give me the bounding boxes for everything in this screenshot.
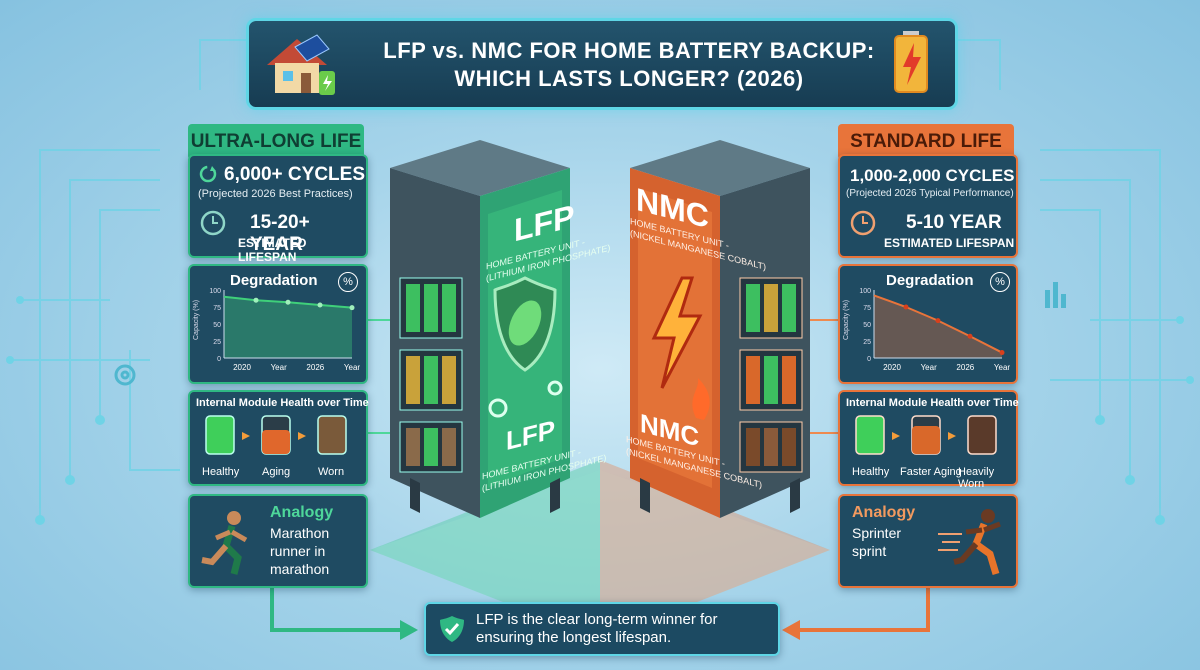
nmc-battery-cabinet xyxy=(630,140,810,518)
faster-aging-cell-icon xyxy=(912,426,940,454)
nmc-lifespan-panel: 1,000-2,000 CYCLES (Projected 2026 Typic… xyxy=(838,154,1018,258)
nmc-degradation-chart: 100 75 50 25 0 Capacity (%) 2020 Year 2026 Year xyxy=(843,288,1011,372)
page-title: LFP vs. NMC FOR HOME BATTERY BACKUP: WHI… xyxy=(383,38,875,91)
data-point xyxy=(317,302,323,308)
y-tick-label: 100 xyxy=(859,288,871,295)
lfp-cycles-note: (Projected 2026 Best Practices) xyxy=(198,188,353,200)
analogy-text: Sprinter sprint xyxy=(852,525,902,559)
marathon-runner-icon xyxy=(201,511,248,575)
x-tick-label: 2026 xyxy=(956,363,974,372)
percent-badge: % xyxy=(338,272,358,292)
nmc-analogy-panel: Analogy Sprinter sprint xyxy=(838,494,1018,588)
lfp-years: 15-20+ YEAR xyxy=(250,212,310,255)
y-tick-label: 50 xyxy=(863,322,871,329)
sprinter-icon xyxy=(938,509,1001,576)
x-tick-label: Year xyxy=(344,363,361,372)
lfp-analogy-panel: Analogy Marathon runner in marathon xyxy=(188,494,368,588)
health-title: Internal Module Health over Time xyxy=(196,397,369,409)
data-point xyxy=(349,305,355,311)
analogy-title: Analogy xyxy=(270,504,334,521)
health-label-faster-aging: Faster Aging xyxy=(900,466,962,478)
y-tick-label: 75 xyxy=(863,305,871,312)
clock-icon xyxy=(200,210,226,241)
x-tick-label: Year xyxy=(994,363,1011,372)
lfp-degradation-chart: 100 75 50 25 0 Capacity (%) 2020 Year 2026 Year xyxy=(193,288,361,372)
module-health-cells xyxy=(205,415,347,455)
analogy-text: Marathon runner in marathon xyxy=(270,525,330,577)
data-point xyxy=(967,333,973,339)
data-point xyxy=(253,297,259,303)
health-label-aging: Aging xyxy=(262,466,291,478)
gear-icon xyxy=(488,380,563,418)
series-area xyxy=(224,296,352,358)
nmc-health-panel: Internal Module Health over Time Healthy… xyxy=(838,390,1019,490)
lfp-lifespan-panel: 6,000+ CYCLES (Projected 2026 Best Pract… xyxy=(188,154,368,264)
health-title: Internal Module Health over Time xyxy=(846,397,1019,409)
chart-title: Degradation xyxy=(886,272,974,289)
bars-icon xyxy=(1045,282,1066,308)
y-tick-label: 0 xyxy=(867,356,871,363)
data-point xyxy=(903,304,909,310)
series-area xyxy=(874,295,1002,358)
x-tick-label: Year xyxy=(271,363,288,372)
nmc-years: 5-10 YEAR xyxy=(906,212,1002,233)
health-label-heavily-worn: Heavily Worn xyxy=(958,466,995,490)
lfp-cycles: 6,000+ CYCLES xyxy=(224,164,365,185)
title-banner: LFP vs. NMC FOR HOME BATTERY BACKUP: WHI… xyxy=(246,18,958,110)
chart-title: Degradation xyxy=(230,272,318,289)
percent-badge: % xyxy=(990,272,1010,292)
aging-cell-icon xyxy=(262,430,290,454)
y-tick-label: 25 xyxy=(213,339,221,346)
nmc-cycles-note: (Projected 2026 Typical Performance) xyxy=(846,188,1014,199)
shield-check-icon xyxy=(440,616,464,642)
shield-leaf-icon xyxy=(493,276,557,372)
lfp-battery-cabinet xyxy=(390,140,570,518)
y-axis-label: Capacity (%) xyxy=(843,300,850,340)
lfp-health-panel: Internal Module Health over Time Healthy… xyxy=(188,390,369,486)
gear-icon xyxy=(114,364,136,386)
conclusion-banner: LFP is the clear long-term winner for en… xyxy=(424,602,780,656)
y-tick-label: 75 xyxy=(213,305,221,312)
x-tick-label: Year xyxy=(921,363,938,372)
y-tick-label: 50 xyxy=(213,322,221,329)
y-tick-label: 0 xyxy=(217,356,221,363)
x-tick-label: 2020 xyxy=(233,363,251,372)
conclusion-text: LFP is the clear long-term winner for en… xyxy=(476,611,718,646)
flame-icon xyxy=(692,378,710,420)
y-tick-label: 100 xyxy=(209,288,221,295)
nmc-cycles: 1,000-2,000 CYCLES xyxy=(850,166,1015,185)
data-point xyxy=(285,299,291,305)
module-health-cells xyxy=(855,415,997,455)
x-tick-label: 2020 xyxy=(883,363,901,372)
healthy-cell-icon xyxy=(205,415,235,455)
nmc-degradation-panel: Degradation % 100 75 50 25 0 Capacity (%) 2020… xyxy=(838,264,1018,384)
lightning-icon xyxy=(651,276,703,389)
cycle-icon xyxy=(198,164,218,189)
lfp-degradation-panel: Degradation % 100 75 50 25 0 Capacity (%) 2020… xyxy=(188,264,368,384)
healthy-cell-icon xyxy=(855,415,885,455)
nmc-years-note: ESTIMATED LIFESPAN xyxy=(884,236,1015,250)
worn-cell-icon xyxy=(317,415,347,455)
y-tick-label: 25 xyxy=(863,339,871,346)
health-label-healthy: Healthy xyxy=(852,466,890,478)
data-point xyxy=(999,350,1005,356)
x-tick-label: 2026 xyxy=(306,363,324,372)
house-solar-icon xyxy=(267,34,335,95)
analogy-title: Analogy xyxy=(852,504,916,521)
y-axis-label: Capacity (%) xyxy=(193,300,200,340)
health-label-healthy: Healthy xyxy=(202,466,240,478)
heavily-worn-cell-icon xyxy=(967,415,997,455)
health-label-worn: Worn xyxy=(318,466,345,478)
data-point xyxy=(935,318,941,324)
lfp-years-note: ESTIMATED LIFESPAN xyxy=(238,236,307,264)
battery-charge-icon xyxy=(894,31,928,93)
clock-icon xyxy=(850,210,876,241)
